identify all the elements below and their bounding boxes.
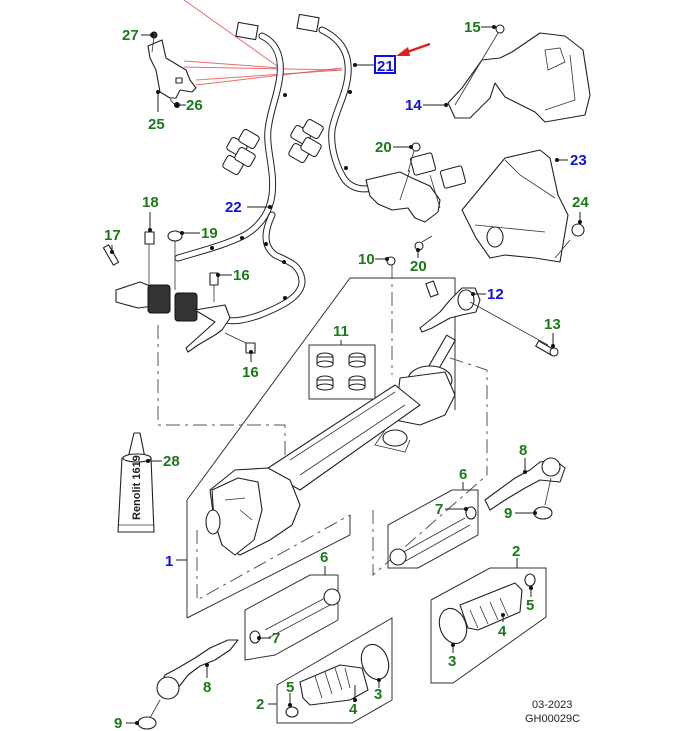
callout-27[interactable]: 27 (122, 27, 139, 44)
callout-5-left[interactable]: 5 (286, 679, 294, 696)
stud-part-18[interactable] (144, 231, 155, 285)
callout-8-left[interactable]: 8 (203, 679, 211, 696)
diagram-code: GH00029C (525, 713, 580, 725)
bushing-kit-part-11[interactable] (308, 344, 376, 400)
callout-20-bottom[interactable]: 20 (410, 258, 427, 275)
callout-3-right[interactable]: 3 (448, 653, 456, 670)
steering-gear-assembly-group (157, 265, 488, 619)
tie-rod-end-part-8-left[interactable] (137, 639, 239, 730)
grease-tube-label: Renolit 1619 (131, 455, 143, 520)
callout-14[interactable]: 14 (405, 97, 422, 114)
harness-connector-group-left (222, 128, 260, 176)
callout-15[interactable]: 15 (464, 19, 481, 36)
callout-22[interactable]: 22 (225, 199, 242, 216)
callout-6-left[interactable]: 6 (320, 549, 328, 566)
callout-16-bottom[interactable]: 16 (242, 364, 259, 381)
callout-9-left[interactable]: 9 (114, 715, 122, 731)
callout-6-right[interactable]: 6 (459, 466, 467, 483)
callout-21[interactable]: 21 (377, 58, 394, 75)
callout-23[interactable]: 23 (570, 152, 587, 169)
callout-1[interactable]: 1 (165, 553, 173, 570)
callout-8-right[interactable]: 8 (519, 442, 527, 459)
callout-13[interactable]: 13 (544, 316, 561, 333)
bolt-part-16-top[interactable] (209, 272, 219, 302)
bolt-part-20-bottom[interactable] (414, 235, 433, 251)
callout-5-right[interactable]: 5 (526, 597, 534, 614)
callout-28[interactable]: 28 (163, 453, 180, 470)
leader-lines (110, 25, 582, 725)
bolt-part-16-bottom[interactable] (224, 332, 256, 354)
callout-7-left[interactable]: 7 (272, 630, 280, 647)
mount-bracket-part-12[interactable] (419, 280, 549, 346)
module-connector-cluster[interactable] (115, 281, 231, 353)
callout-12[interactable]: 12 (487, 286, 504, 303)
tie-rod-end-part-8-right[interactable] (484, 457, 566, 520)
wiring-harness-right-21[interactable] (288, 13, 467, 223)
callout-26[interactable]: 26 (186, 97, 203, 114)
callout-4-right[interactable]: 4 (498, 623, 507, 640)
highlight-box-part-21[interactable] (374, 55, 396, 74)
wiring-harness-left-22[interactable] (174, 21, 306, 325)
pointer-arrow-icon (396, 42, 431, 56)
boot-kit-part-2-left[interactable] (276, 617, 393, 724)
reference-lines (183, 0, 343, 86)
harness-connector-group-right (288, 118, 324, 164)
callout-4-left[interactable]: 4 (349, 701, 358, 718)
callout-25[interactable]: 25 (148, 116, 165, 133)
callout-2-left[interactable]: 2 (256, 696, 264, 713)
grease-tube-part-28[interactable]: Renolit 1619 (117, 432, 155, 533)
steering-rack-part-1[interactable] (205, 334, 456, 556)
callout-16-top[interactable]: 16 (233, 267, 250, 284)
bolt-part-17[interactable] (102, 244, 120, 266)
callout-labels: 27 25 26 21 15 14 20 23 24 22 18 19 17 2… (104, 19, 589, 731)
callout-2-right[interactable]: 2 (512, 543, 520, 560)
callout-10[interactable]: 10 (358, 251, 375, 268)
diagram-date: 03-2023 (532, 699, 572, 711)
callout-19[interactable]: 19 (201, 225, 218, 242)
callout-18[interactable]: 18 (142, 194, 159, 211)
callout-7-right[interactable]: 7 (435, 501, 443, 518)
cap-part-19[interactable] (167, 230, 183, 290)
tie-rod-inner-part-6-right[interactable] (387, 489, 479, 569)
shield-part-23[interactable] (461, 149, 585, 263)
callout-9-right[interactable]: 9 (504, 505, 512, 522)
callout-3-left[interactable]: 3 (374, 686, 382, 703)
callout-20-top[interactable]: 20 (375, 139, 392, 156)
callout-11[interactable]: 11 (333, 323, 349, 340)
heat-shield-part-14[interactable] (447, 24, 591, 123)
tie-rod-inner-part-6-left[interactable] (244, 574, 341, 661)
bolt-part-13[interactable] (535, 340, 559, 357)
callout-17[interactable]: 17 (104, 227, 121, 244)
callout-24[interactable]: 24 (572, 194, 589, 211)
boot-kit-part-2-right[interactable] (430, 567, 547, 684)
